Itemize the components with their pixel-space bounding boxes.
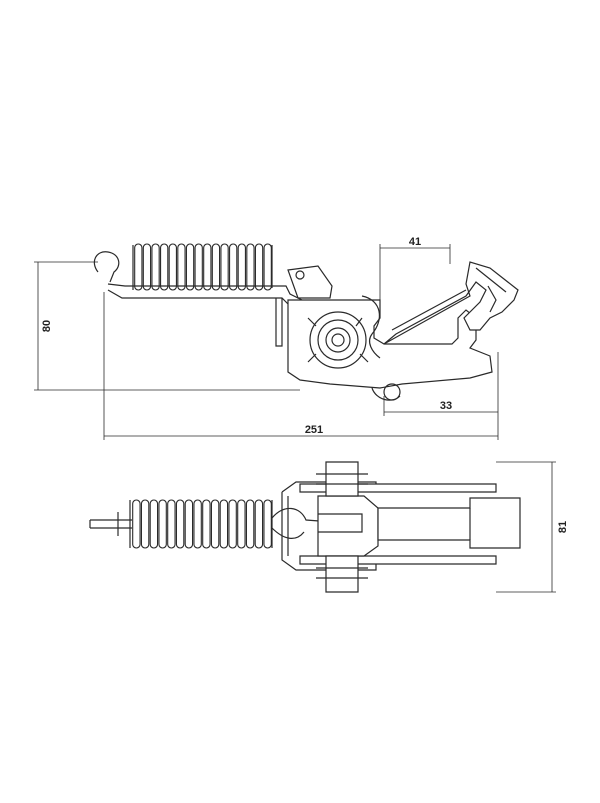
spring-coil: [229, 243, 238, 291]
spring-coil: [140, 499, 150, 549]
bracket-leg: [275, 298, 283, 347]
spring-coil: [142, 243, 152, 291]
pivot-washer: [309, 311, 367, 369]
bolt-head-upper: [325, 461, 359, 497]
spring-coil: [132, 499, 141, 549]
spring-rod: [107, 283, 303, 301]
spring-coil: [203, 243, 212, 291]
spring-coil: [151, 243, 160, 291]
pivot-bolt: [325, 327, 351, 353]
spring-coil: [211, 243, 221, 291]
spring-coil: [158, 499, 167, 549]
bolt-head-lower: [325, 555, 359, 593]
spring-coil: [254, 243, 264, 291]
spring-coil: [184, 499, 194, 549]
dim-label-251: 251: [305, 424, 323, 436]
spring-coil: [193, 499, 202, 549]
spring-hook: [93, 251, 120, 283]
top-rod: [89, 519, 132, 529]
spring-coil: [175, 499, 185, 549]
spring-coil: [263, 499, 272, 549]
top-view: 81: [89, 461, 569, 593]
attach-tab: [287, 265, 333, 299]
spring-coil: [246, 243, 255, 291]
spring-coil: [245, 499, 255, 549]
dim-label-33: 33: [440, 400, 452, 412]
spring-coil: [254, 499, 264, 549]
spring-coil: [220, 243, 229, 291]
spring-coil: [149, 499, 159, 549]
spring-coil: [160, 243, 169, 291]
spring-coil: [219, 499, 229, 549]
side-view: 41 80 33 251: [34, 236, 519, 440]
top-spring-coils: [132, 499, 272, 549]
spring-coil: [228, 499, 237, 549]
side-spring-coils: [134, 243, 272, 291]
spring-coil: [177, 243, 186, 291]
spring-coil: [202, 499, 211, 549]
hook-arm: [383, 261, 519, 345]
spring-coil: [134, 243, 143, 291]
spring-coil: [263, 243, 272, 291]
spring-coil: [168, 243, 177, 291]
spring-coil: [237, 243, 246, 291]
spring-coil: [194, 243, 203, 291]
dim-label-41: 41: [409, 236, 421, 248]
spring-coil: [210, 499, 220, 549]
hook-tip: [377, 497, 521, 549]
center-block: [317, 495, 379, 557]
dim-label-81: 81: [557, 521, 569, 533]
spring-coil: [167, 499, 176, 549]
dim-label-80: 80: [41, 320, 53, 332]
spring-coil: [237, 499, 246, 549]
clip-wire: [361, 295, 381, 359]
spring-coil: [185, 243, 195, 291]
